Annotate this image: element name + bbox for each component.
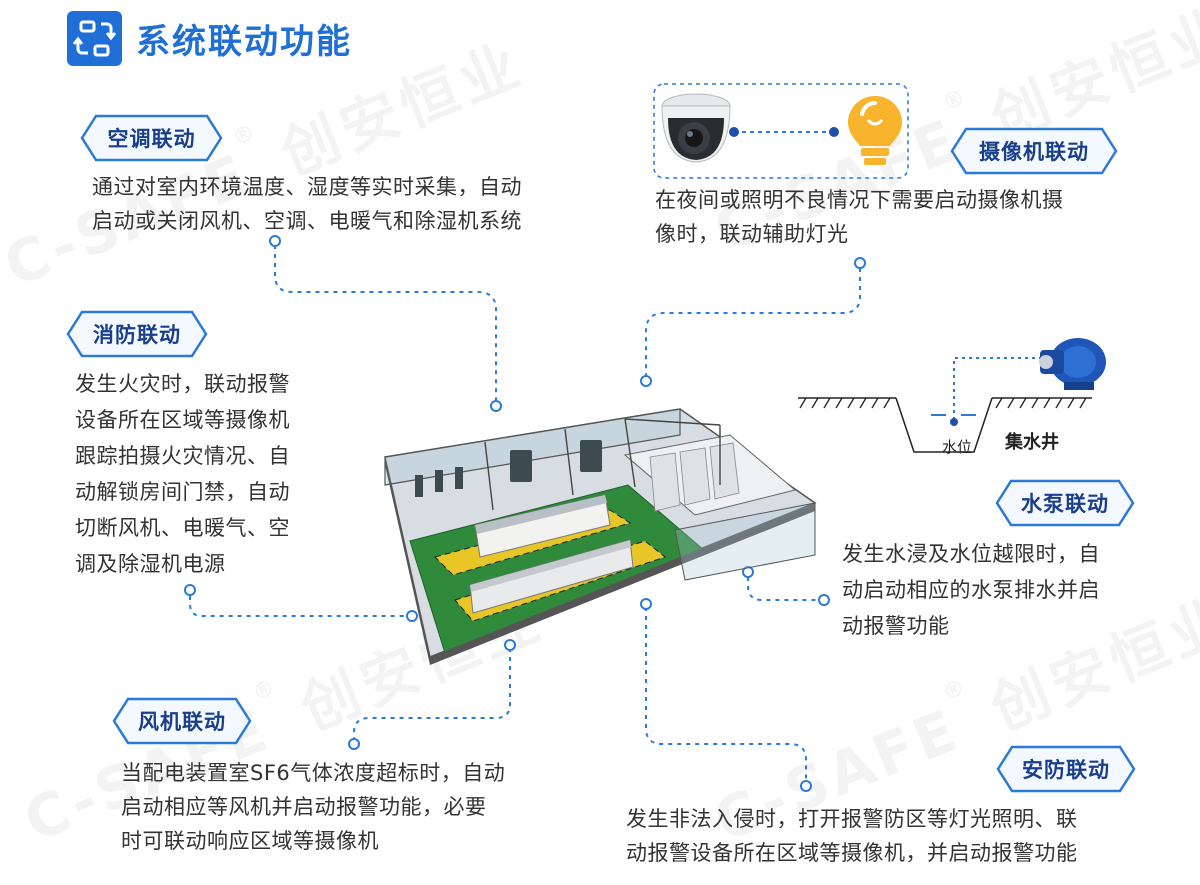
page-title: 系统联动功能 [136,22,352,62]
fire-linkage-description: 发生火灾时，联动报警设备所在区域等摄像机 跟踪拍摄火灾情况、自动解锁房间门禁，自… [75,372,290,576]
water-pump-icon [1039,338,1106,390]
fan-linkage-description: 当配电装置室SF6气体浓度超标时，自动启动相应等风机并启动报警功能，必要时可联动… [121,761,506,853]
tag-fan-linkage: 风机联动 [112,697,252,745]
ac-linkage-description: 通过对室内环境温度、湿度等实时采集，自动启动或关闭风机、空调、电暖气和除湿机系统 [92,175,522,233]
sump-well-diagram [798,357,1092,453]
lightbulb-icon [848,96,902,165]
tag-pump-linkage: 水泵联动 [995,479,1135,527]
camera-light-link [729,127,839,137]
camera-light-box [653,83,909,179]
camera-linkage-description: 在夜间或照明不良情况下需要启动摄像机摄像时，联动辅助灯光 [655,188,1064,246]
substation-room-illustration [384,408,817,665]
pump-linkage-description: 发生水浸及水位越限时，自动启动相应的水泵排水并启动报警功能 [842,542,1100,638]
sump-well-label: 集水井 [1005,432,1059,453]
tag-ac-linkage: 空调联动 [80,114,223,162]
security-linkage-description: 发生非法入侵时，打开报警防区等灯光照明、联动报警设备所在区域等摄像机，并启动报警… [626,807,1078,865]
camera-icon [661,93,731,163]
tag-camera-linkage: 摄像机联动 [950,127,1118,175]
tag-security-linkage: 安防联动 [996,745,1136,793]
water-level-label: 水位 [942,438,973,456]
linkage-icon [67,11,122,66]
tag-fire-linkage: 消防联动 [66,310,208,358]
